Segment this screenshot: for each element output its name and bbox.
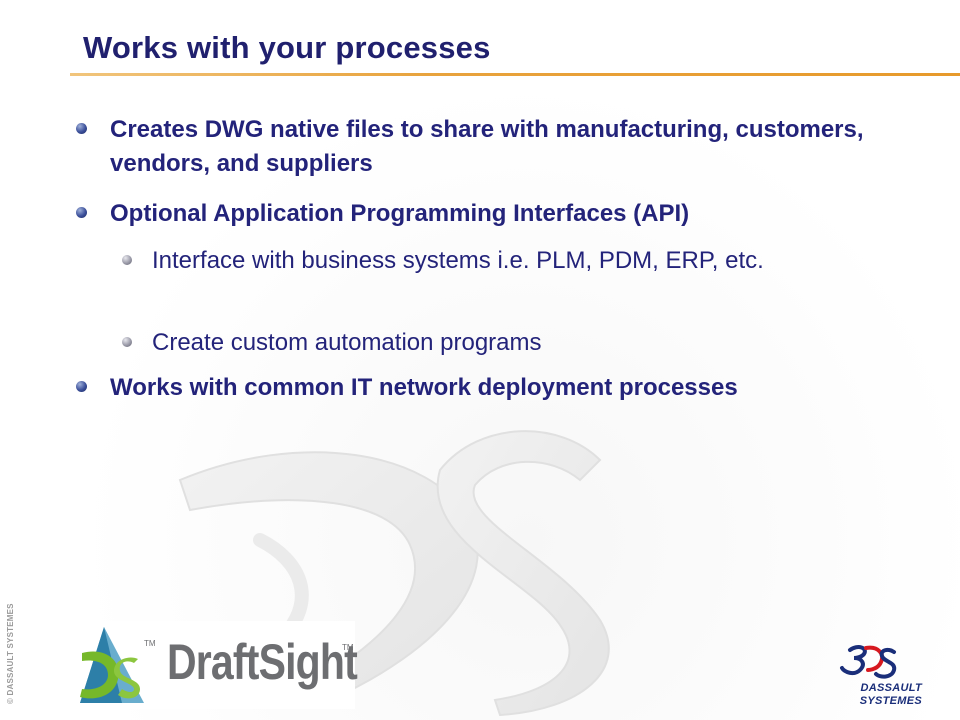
bullet-text: Optional Application Programming Interfa…	[110, 200, 690, 227]
draftsight-logo: TM DraftSight TM	[72, 621, 358, 709]
title-underline	[70, 73, 960, 76]
bullet-item: Creates DWG native files to share with m…	[76, 113, 910, 181]
sub-bullet-text: Interface with business systems i.e. PLM…	[152, 247, 764, 274]
bullet-dot-icon	[76, 381, 87, 392]
copyright-note: © DASSAULT SYSTEMES	[6, 603, 15, 704]
bullet-item: Optional Application Programming Interfa…	[76, 197, 910, 231]
bullet-item: Works with common IT network deployment …	[76, 371, 910, 405]
bullet-text: Works with common IT network deployment …	[110, 374, 738, 401]
dassault-systemes-logo: DASSAULT SYSTEMES	[828, 640, 928, 712]
sub-bullet-dot-icon	[122, 337, 132, 347]
slide-title: Works with your processes	[83, 30, 491, 65]
sub-bullet-item: Interface with business systems i.e. PLM…	[122, 244, 912, 278]
sub-bullet-item: Create custom automation programs	[122, 326, 912, 360]
draftsight-ds-icon	[80, 627, 144, 703]
3ds-logo-icon	[840, 645, 897, 679]
bullet-dot-icon	[76, 123, 87, 134]
sub-bullet-dot-icon	[122, 255, 132, 265]
bullet-dot-icon	[76, 207, 87, 218]
draftsight-wordmark: DraftSight	[167, 634, 358, 690]
sub-bullet-text: Create custom automation programs	[152, 329, 542, 356]
bullet-text: Creates DWG native files to share with m…	[110, 116, 864, 177]
